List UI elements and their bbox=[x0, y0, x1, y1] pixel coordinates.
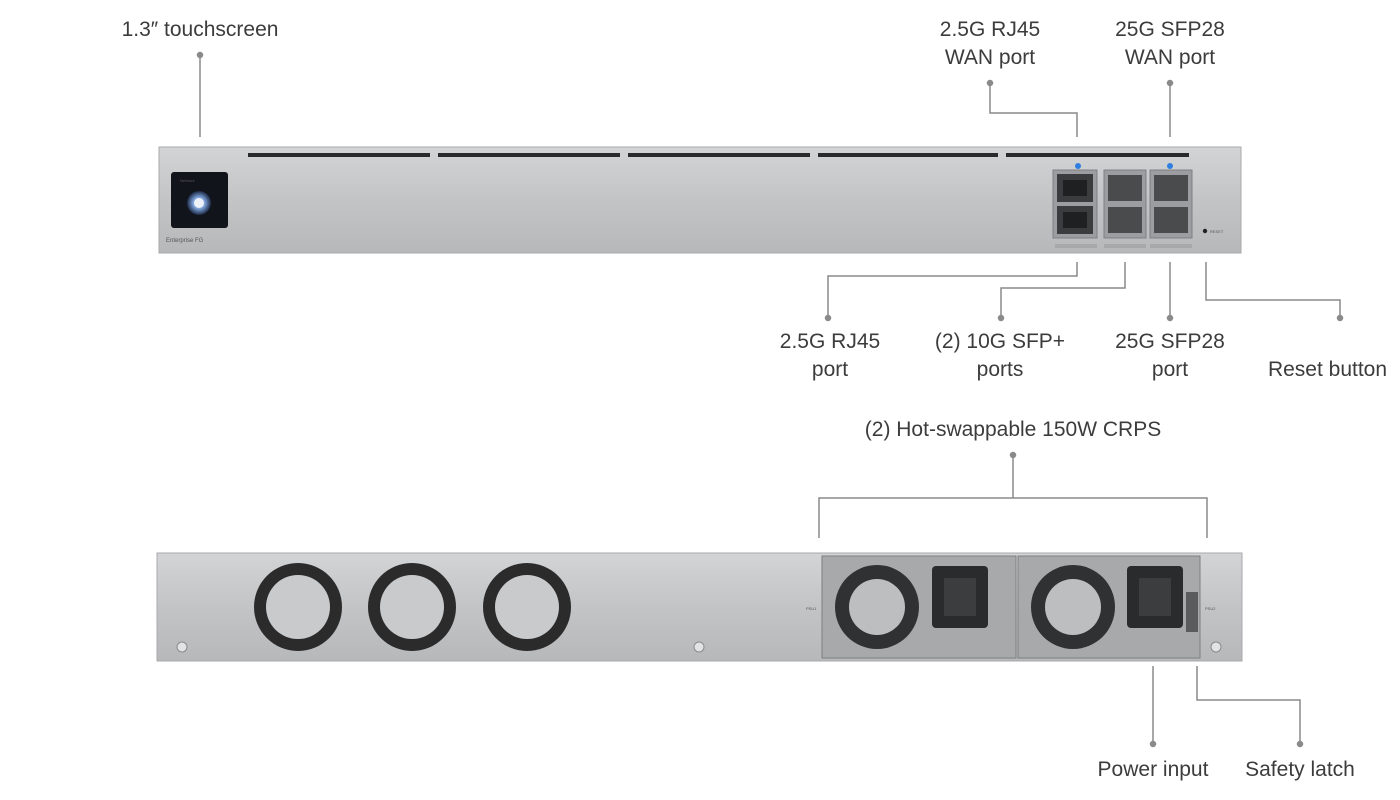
sfp-plus-port-block bbox=[1103, 169, 1147, 239]
touchscreen-display[interactable]: Network bbox=[171, 172, 228, 228]
power-input-socket[interactable] bbox=[1127, 566, 1183, 628]
psu-module-1[interactable]: PSU1 bbox=[806, 555, 1017, 659]
sfp28-port-label: 25G SFP28 port bbox=[1115, 330, 1225, 381]
safety-latch-label: Safety latch bbox=[1245, 758, 1355, 781]
reset-tag: RESET bbox=[1210, 229, 1224, 234]
rj45-wan-port[interactable] bbox=[1057, 174, 1093, 202]
sfp-plus-port-4[interactable] bbox=[1108, 207, 1142, 233]
rj45-port-label: 2.5G RJ45 port bbox=[779, 330, 881, 381]
sfp-plus-port-3[interactable] bbox=[1108, 175, 1142, 201]
psu-module-2[interactable]: PSU2 bbox=[1017, 555, 1216, 659]
rj45-lan-port[interactable] bbox=[1057, 206, 1093, 234]
model-name: Enterprise FG bbox=[166, 238, 204, 244]
touchscreen-label: 1.3″ touchscreen bbox=[121, 18, 279, 41]
sfp28-port-block bbox=[1149, 163, 1193, 239]
fan-vents bbox=[254, 563, 571, 651]
reset-button[interactable] bbox=[1202, 228, 1208, 234]
safety-latch[interactable] bbox=[1186, 592, 1198, 632]
rj45-port-block bbox=[1052, 163, 1098, 239]
sfp-plus-label: (2) 10G SFP+ ports bbox=[934, 330, 1066, 381]
crps-label: (2) Hot-swappable 150W CRPS bbox=[864, 418, 1162, 441]
screen-title: Network bbox=[180, 178, 195, 183]
sfp28-lan-port[interactable] bbox=[1154, 207, 1188, 233]
leader-lines bbox=[196, 51, 1344, 748]
reset-label: Reset button bbox=[1267, 358, 1388, 381]
power-input-label: Power input bbox=[1097, 758, 1209, 781]
front-vents bbox=[248, 153, 1189, 157]
sfp28-wan-label: 25G SFP28 WAN port bbox=[1115, 18, 1225, 69]
rear-panel: PSU1 PSU2 bbox=[156, 552, 1243, 662]
sfp28-wan-port[interactable] bbox=[1154, 175, 1188, 201]
front-panel: Network Enterprise FG bbox=[158, 146, 1242, 254]
psu1-label: PSU1 bbox=[806, 606, 817, 611]
rj45-wan-label: 2.5G RJ45 WAN port bbox=[939, 18, 1041, 69]
psu2-label: PSU2 bbox=[1205, 606, 1216, 611]
